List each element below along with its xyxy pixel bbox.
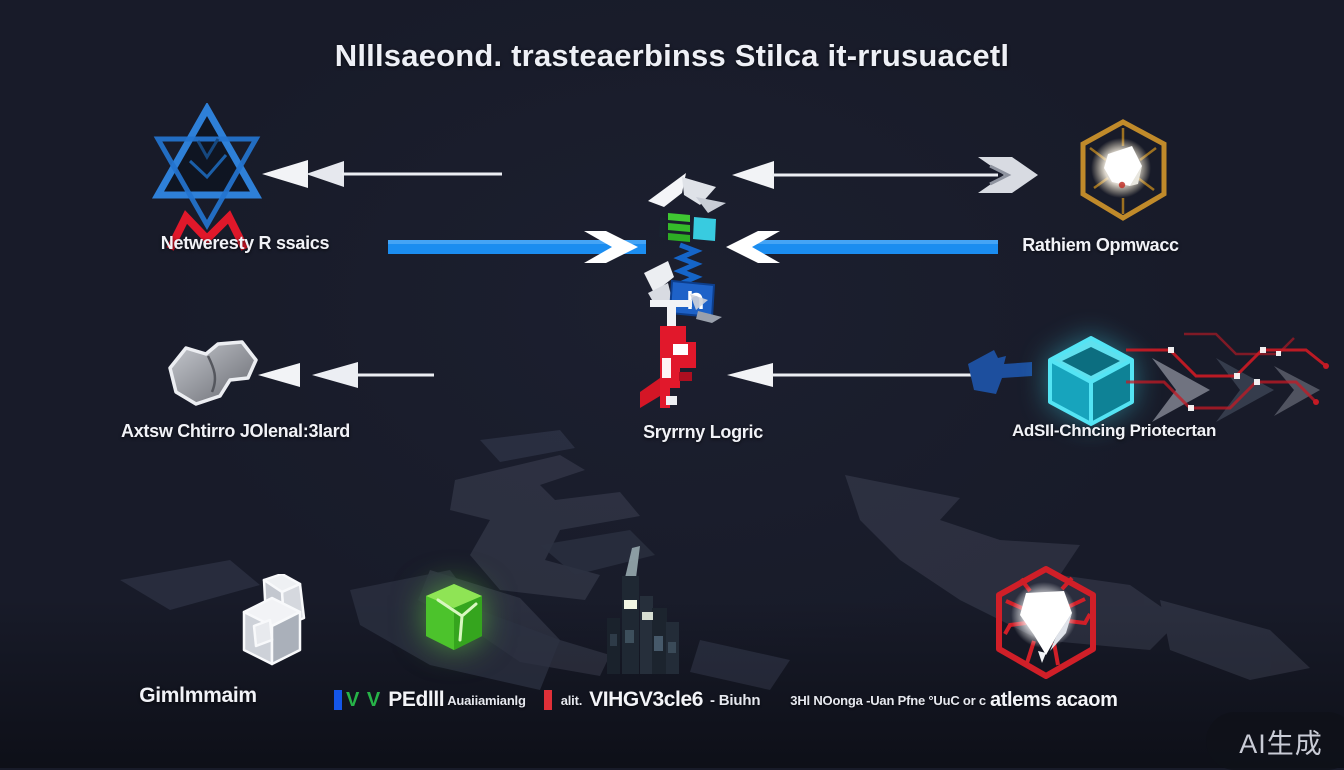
blue-plug-icon (968, 350, 1032, 394)
node-label-protection: AdSIl-Chncing Priotecrtan (1011, 421, 1217, 440)
legend-item2-sub: - Biuhn (710, 691, 761, 709)
legend-blue-bar-icon (334, 690, 342, 710)
legend-check-icon: V V (346, 688, 382, 711)
node-label-logic: Sryrrny Logric (643, 422, 763, 442)
red-logic-glyph-icon (640, 294, 708, 408)
legend-item3-title: atlems acaom (989, 688, 1118, 711)
arrow-left-white-double (262, 160, 502, 188)
red-hexagon-bug-icon (996, 566, 1096, 679)
legend-item3-sub: 3Hl NOonga -Uan Pfne °UuC or c (790, 692, 986, 708)
ai-generated-watermark: AI生成 (1206, 712, 1344, 770)
white-blocks-icon (242, 574, 306, 666)
cyan-cube-icon (1048, 336, 1134, 426)
arrow-bidirectional-white (732, 157, 1038, 193)
node-label-network: Netweresty R ssaics (160, 233, 330, 253)
network-star-icon (151, 103, 263, 251)
green-cube-icon (426, 584, 482, 650)
page-title: Nlllsaeond. trasteaerbinss Stilca it-rru… (334, 38, 1010, 73)
node-label-standard: Axtsw Chtirro JOlenal:3Iard (121, 421, 350, 441)
legend-item1-title: PEdlll (388, 688, 445, 711)
arrow-left-white-double-2 (258, 362, 434, 388)
stone-shield-icon (168, 340, 258, 406)
node-label-gateway: Rathiem Opmwacc (1022, 235, 1179, 255)
legend-item1-sub: Auaiiamianlg (447, 692, 526, 708)
gold-hexagon-light-icon (1080, 119, 1167, 221)
legend-item2-title: VIHGV3cle6 (589, 688, 704, 711)
node-label-blocks: Gimlmmaim (139, 684, 257, 707)
legend-item2-prefix: alit. (560, 692, 583, 708)
legend-red-bar-icon (543, 690, 552, 710)
arrow-left-white-3 (727, 363, 977, 387)
red-circuit-traces-icon (1126, 332, 1329, 422)
arrow-blue-right (388, 231, 646, 263)
legend-row: V V PEdlll Auaiiamianlg alit. VIHGV3cle6… (334, 686, 1118, 714)
arrow-blue-left (726, 231, 998, 263)
dark-city-icon (607, 546, 679, 674)
